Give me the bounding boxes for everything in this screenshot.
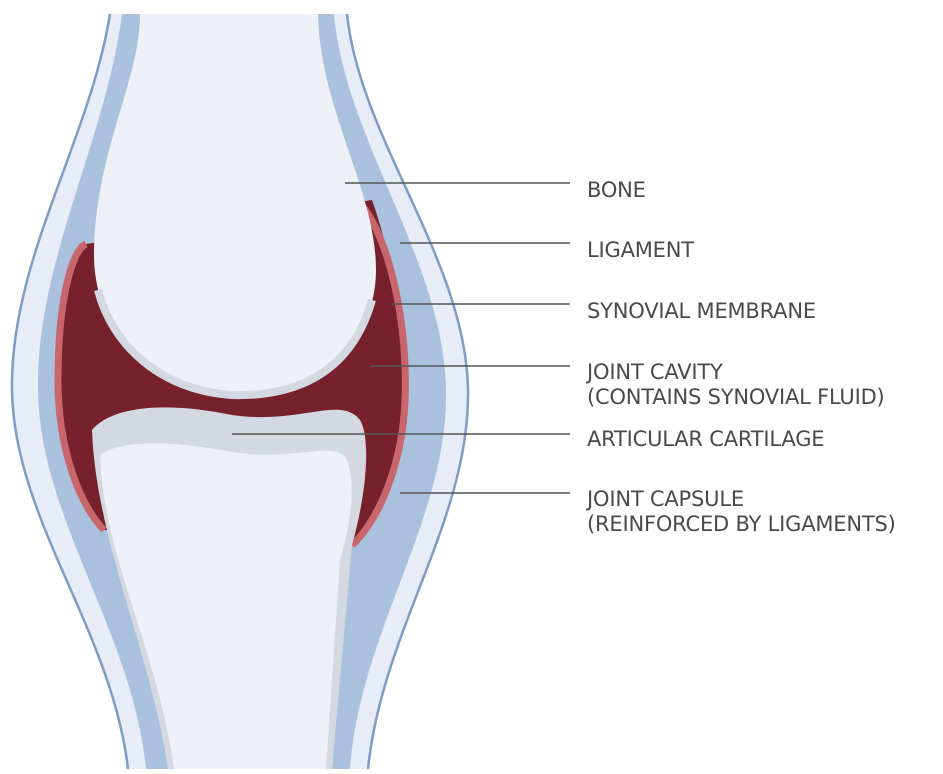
label-joint-cavity-line2: (CONTAINS SYNOVIAL FLUID) [587, 385, 885, 410]
label-bone: BONE [587, 178, 646, 203]
label-bone-line: BONE [587, 178, 646, 203]
label-joint-capsule: JOINT CAPSULE (REINFORCED BY LIGAMENTS) [587, 487, 896, 537]
label-joint-capsule-line1: JOINT CAPSULE [587, 487, 896, 512]
label-joint-cavity-line1: JOINT CAVITY [587, 360, 885, 385]
label-synovial-membrane: SYNOVIAL MEMBRANE [587, 299, 816, 324]
label-joint-capsule-line2: (REINFORCED BY LIGAMENTS) [587, 512, 896, 537]
label-articular-cartilage-line: ARTICULAR CARTILAGE [587, 427, 824, 452]
label-synovial-membrane-line: SYNOVIAL MEMBRANE [587, 299, 816, 324]
label-ligament-line: LIGAMENT [587, 238, 694, 263]
label-articular-cartilage: ARTICULAR CARTILAGE [587, 427, 824, 452]
label-ligament: LIGAMENT [587, 238, 694, 263]
label-joint-cavity: JOINT CAVITY (CONTAINS SYNOVIAL FLUID) [587, 360, 885, 410]
